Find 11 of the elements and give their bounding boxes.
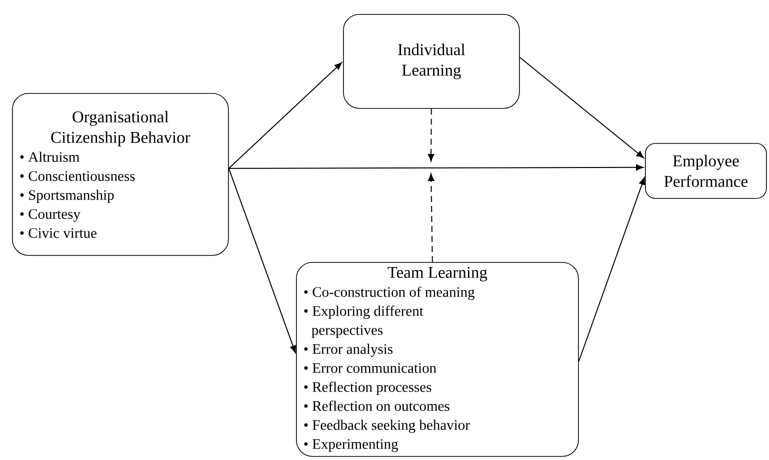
arrow: [578, 177, 646, 362]
dashed-arrow: [428, 108, 434, 162]
arrow: [228, 62, 342, 169]
rounded-box: Organisational Citizenship Behavior • Altruism • Conscientiousness • Sportsmanship • Courtesy • Civic virtue: [12, 93, 229, 256]
arrow: [228, 164, 644, 171]
rounded-box: Individual Learning: [343, 14, 520, 109]
arrow: [519, 56, 644, 158]
arrow: [228, 168, 296, 354]
rounded-box: Employee Performance: [645, 143, 767, 199]
rounded-box: Team Learning • Co-construction of meaning • Exploring different perspectives • Error analysis • Error communication • Reflection processes • Reflection on outcomes • Feedback seeking behavior • Experimenting: [296, 262, 579, 457]
dashed-arrow: [428, 174, 434, 262]
